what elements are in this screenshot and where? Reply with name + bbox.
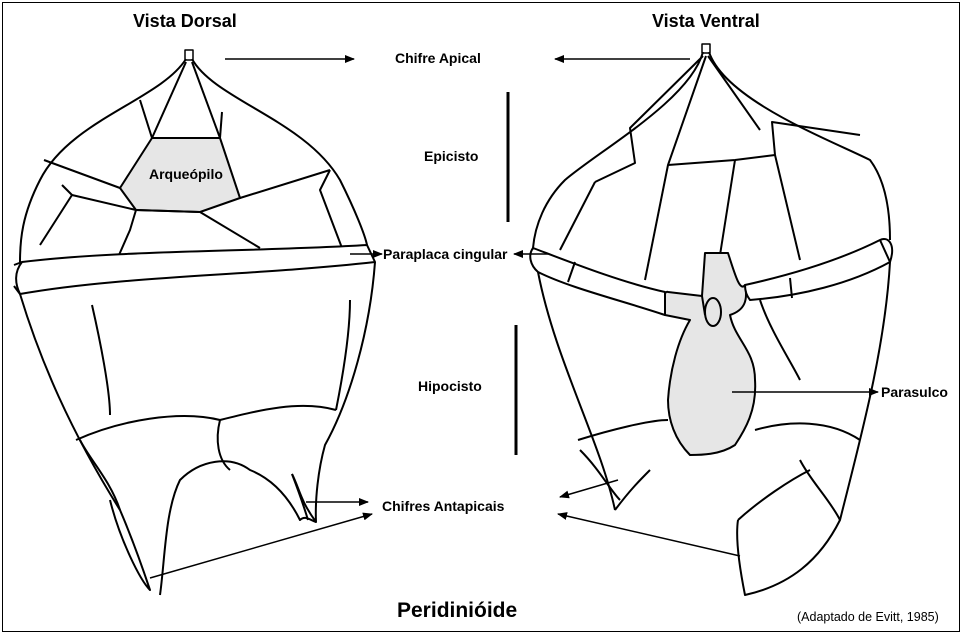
ventral-apical-horn bbox=[702, 44, 710, 53]
dorsal-cyst bbox=[14, 50, 375, 595]
arrow-antapical-dorsal-2 bbox=[150, 514, 372, 578]
label-parasulco: Parasulco bbox=[881, 384, 948, 400]
dorsal-cingulum bbox=[16, 245, 375, 294]
ventral-cingulum-right bbox=[745, 240, 890, 300]
arrow-antapical-ventral-2 bbox=[558, 514, 740, 556]
label-epicisto: Epicisto bbox=[424, 148, 478, 164]
figure-credit: (Adaptado de Evitt, 1985) bbox=[797, 610, 939, 624]
label-hipocisto: Hipocisto bbox=[418, 378, 482, 394]
label-chifres-antapicais: Chifres Antapicais bbox=[382, 498, 504, 514]
label-chifre-apical: Chifre Apical bbox=[395, 50, 481, 66]
ventral-cyst bbox=[530, 44, 892, 595]
dorsal-apical-horn bbox=[185, 50, 193, 60]
dorsal-hypocyst-outline bbox=[20, 262, 375, 590]
heading-ventral: Vista Ventral bbox=[652, 11, 760, 32]
ventral-epicyst-outline bbox=[533, 52, 890, 248]
label-arqueopilo: Arqueópilo bbox=[149, 166, 223, 182]
label-paraplaca-cingular: Paraplaca cingular bbox=[383, 246, 508, 262]
ventral-parasulcus-ellipse bbox=[705, 298, 721, 326]
ventral-cingulum-left bbox=[530, 248, 665, 315]
annotation-lines bbox=[150, 59, 878, 578]
figure-title: Peridinióide bbox=[397, 599, 517, 623]
heading-dorsal: Vista Dorsal bbox=[133, 11, 237, 32]
ventral-parasulcus bbox=[663, 253, 755, 455]
